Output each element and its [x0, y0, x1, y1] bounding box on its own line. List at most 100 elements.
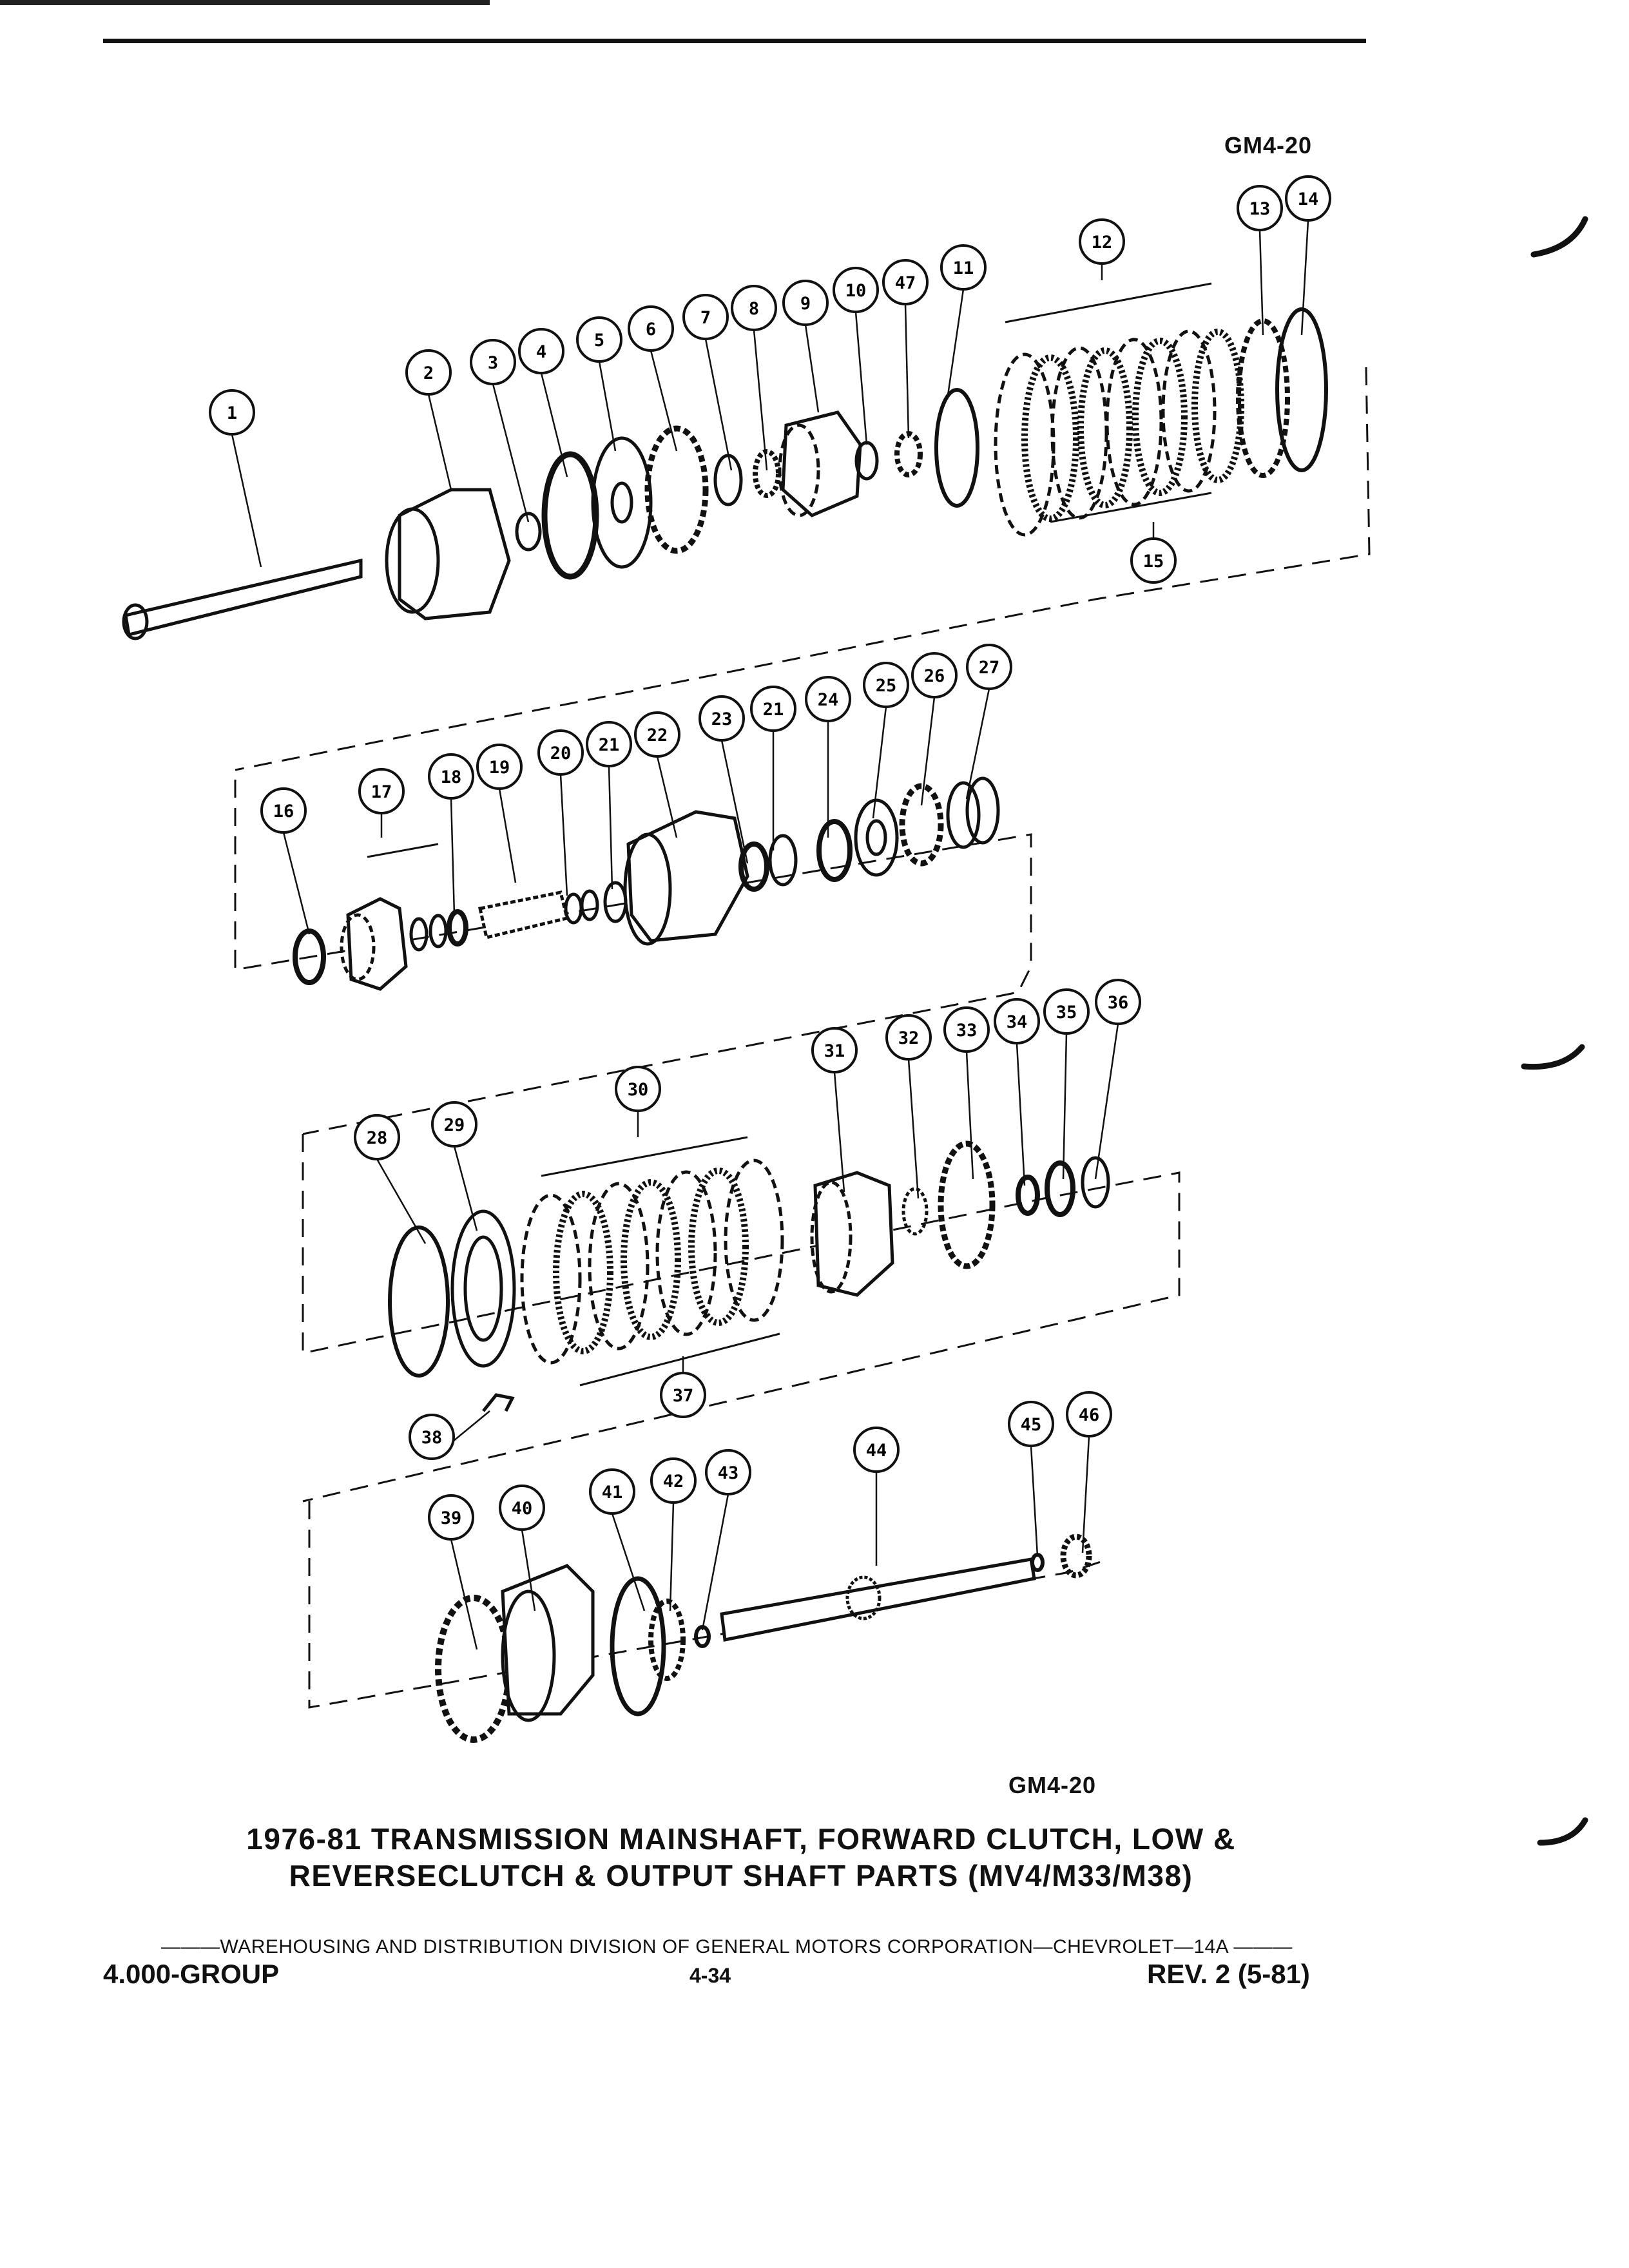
- callout-circle: [409, 1414, 455, 1460]
- callout-circle: [1130, 537, 1177, 584]
- callout-c23: 23: [699, 695, 745, 742]
- clutch-plate-g: [1161, 329, 1217, 493]
- piston-5: [591, 436, 653, 569]
- leader-c10: [854, 311, 868, 445]
- callout-c46: 46: [1066, 1391, 1112, 1437]
- bearing-8: [753, 449, 781, 498]
- leader-c42: [669, 1502, 675, 1611]
- callout-circle: [782, 280, 829, 326]
- callout-circle: [476, 744, 523, 790]
- bracket-17: [367, 843, 439, 858]
- callout-c10: 10: [833, 267, 879, 313]
- row-3-parts: [388, 1140, 1110, 1412]
- callout-number: 46: [1079, 1405, 1100, 1425]
- leader-c29: [453, 1146, 478, 1231]
- hub-9-face: [778, 423, 820, 517]
- callout-c35: 35: [1043, 988, 1090, 1035]
- leader-c11: [946, 289, 965, 400]
- clutch-plate-h: [1191, 329, 1244, 483]
- callout-number: 19: [489, 758, 510, 778]
- callout-number: 40: [512, 1499, 533, 1519]
- callout-number: 11: [953, 258, 974, 278]
- forward-clutch-housing: [398, 488, 511, 620]
- callout-c11: 11: [940, 244, 987, 291]
- leader-c26: [920, 697, 936, 806]
- callout-c32: 32: [885, 1014, 932, 1061]
- callout-circle: [499, 1485, 545, 1531]
- callout-number: 32: [898, 1028, 920, 1048]
- leader-c27: [965, 688, 990, 800]
- row-2-parts: [293, 776, 1000, 991]
- lr-plate-f: [688, 1168, 749, 1326]
- callout-number: 35: [1056, 1003, 1077, 1023]
- lr-plate-g: [724, 1158, 784, 1322]
- callout-c34: 34: [994, 998, 1040, 1044]
- callout-c31: 31: [811, 1027, 858, 1073]
- leader-c3: [492, 383, 530, 523]
- bracket-15: [1050, 492, 1212, 523]
- callout-circle: [731, 285, 777, 331]
- callout-c15: 15: [1130, 537, 1177, 584]
- callout-c3: 3: [470, 339, 516, 385]
- edge-mark-3: [1537, 1817, 1588, 1846]
- callout-c43: 43: [705, 1449, 751, 1495]
- leader-c9: [804, 324, 820, 413]
- callout-circle: [1237, 185, 1283, 231]
- callout-number: 13: [1249, 199, 1271, 219]
- leader-c47: [904, 303, 910, 439]
- callout-number: 29: [444, 1115, 465, 1135]
- callout-number: 4: [536, 342, 546, 362]
- washer-23: [738, 841, 769, 892]
- callout-number: 36: [1108, 993, 1129, 1013]
- callout-c29: 29: [431, 1101, 477, 1148]
- callout-circle: [650, 1457, 697, 1504]
- leader-c25: [872, 706, 887, 819]
- leader-c4: [540, 372, 568, 477]
- frame-row-4: [308, 1501, 1109, 1709]
- callout-circle: [209, 389, 255, 436]
- leader-c22: [656, 756, 678, 838]
- figure-title-line-2: REVERSECLUTCH & OUTPUT SHAFT PARTS (MV4/…: [289, 1859, 1193, 1892]
- callout-c20: 20: [537, 729, 584, 776]
- callout-number: 41: [602, 1483, 623, 1503]
- callout-circle: [358, 768, 405, 814]
- ring-24: [816, 819, 853, 882]
- callout-number: 33: [956, 1021, 978, 1041]
- callout-circle: [994, 998, 1040, 1044]
- pin-45: [1030, 1553, 1045, 1572]
- callout-number: 42: [663, 1472, 684, 1492]
- leader-c34: [1016, 1043, 1026, 1186]
- callout-circle: [911, 652, 958, 698]
- callout-circle: [628, 305, 674, 352]
- snap-ring-27a: [946, 781, 981, 849]
- callout-number: 17: [371, 782, 392, 802]
- callout-c13: 13: [1237, 185, 1283, 231]
- leader-c6: [650, 350, 678, 452]
- callout-circle: [885, 1014, 932, 1061]
- callout-c19: 19: [476, 744, 523, 790]
- clutch-plate-d: [1077, 347, 1133, 508]
- frame-row-3: [302, 1134, 1181, 1503]
- housing-drum-face: [385, 507, 440, 614]
- row-1-parts: [122, 307, 1328, 640]
- frame-row-1: [235, 367, 1371, 771]
- callout-number: 45: [1021, 1415, 1042, 1435]
- leader-c31: [833, 1072, 845, 1193]
- leader-c13: [1258, 229, 1264, 336]
- callout-number: 14: [1298, 189, 1319, 209]
- lr-plate-e: [655, 1170, 717, 1336]
- figure-code-bottom: GM4-20: [1008, 1772, 1097, 1798]
- backing-plate-29: [450, 1209, 516, 1368]
- callout-circle: [537, 729, 584, 776]
- callout-circle: [615, 1066, 661, 1112]
- callout-c5: 5: [576, 316, 622, 363]
- frame-row-2: [234, 780, 1032, 1135]
- callout-number: 7: [700, 308, 711, 328]
- callout-circle: [428, 753, 474, 800]
- leader-c23: [720, 740, 749, 864]
- row-4-parts: [435, 1533, 1092, 1743]
- callout-circle: [699, 695, 745, 742]
- callout-number: 31: [824, 1041, 845, 1061]
- spring-retainer-6: [644, 425, 709, 554]
